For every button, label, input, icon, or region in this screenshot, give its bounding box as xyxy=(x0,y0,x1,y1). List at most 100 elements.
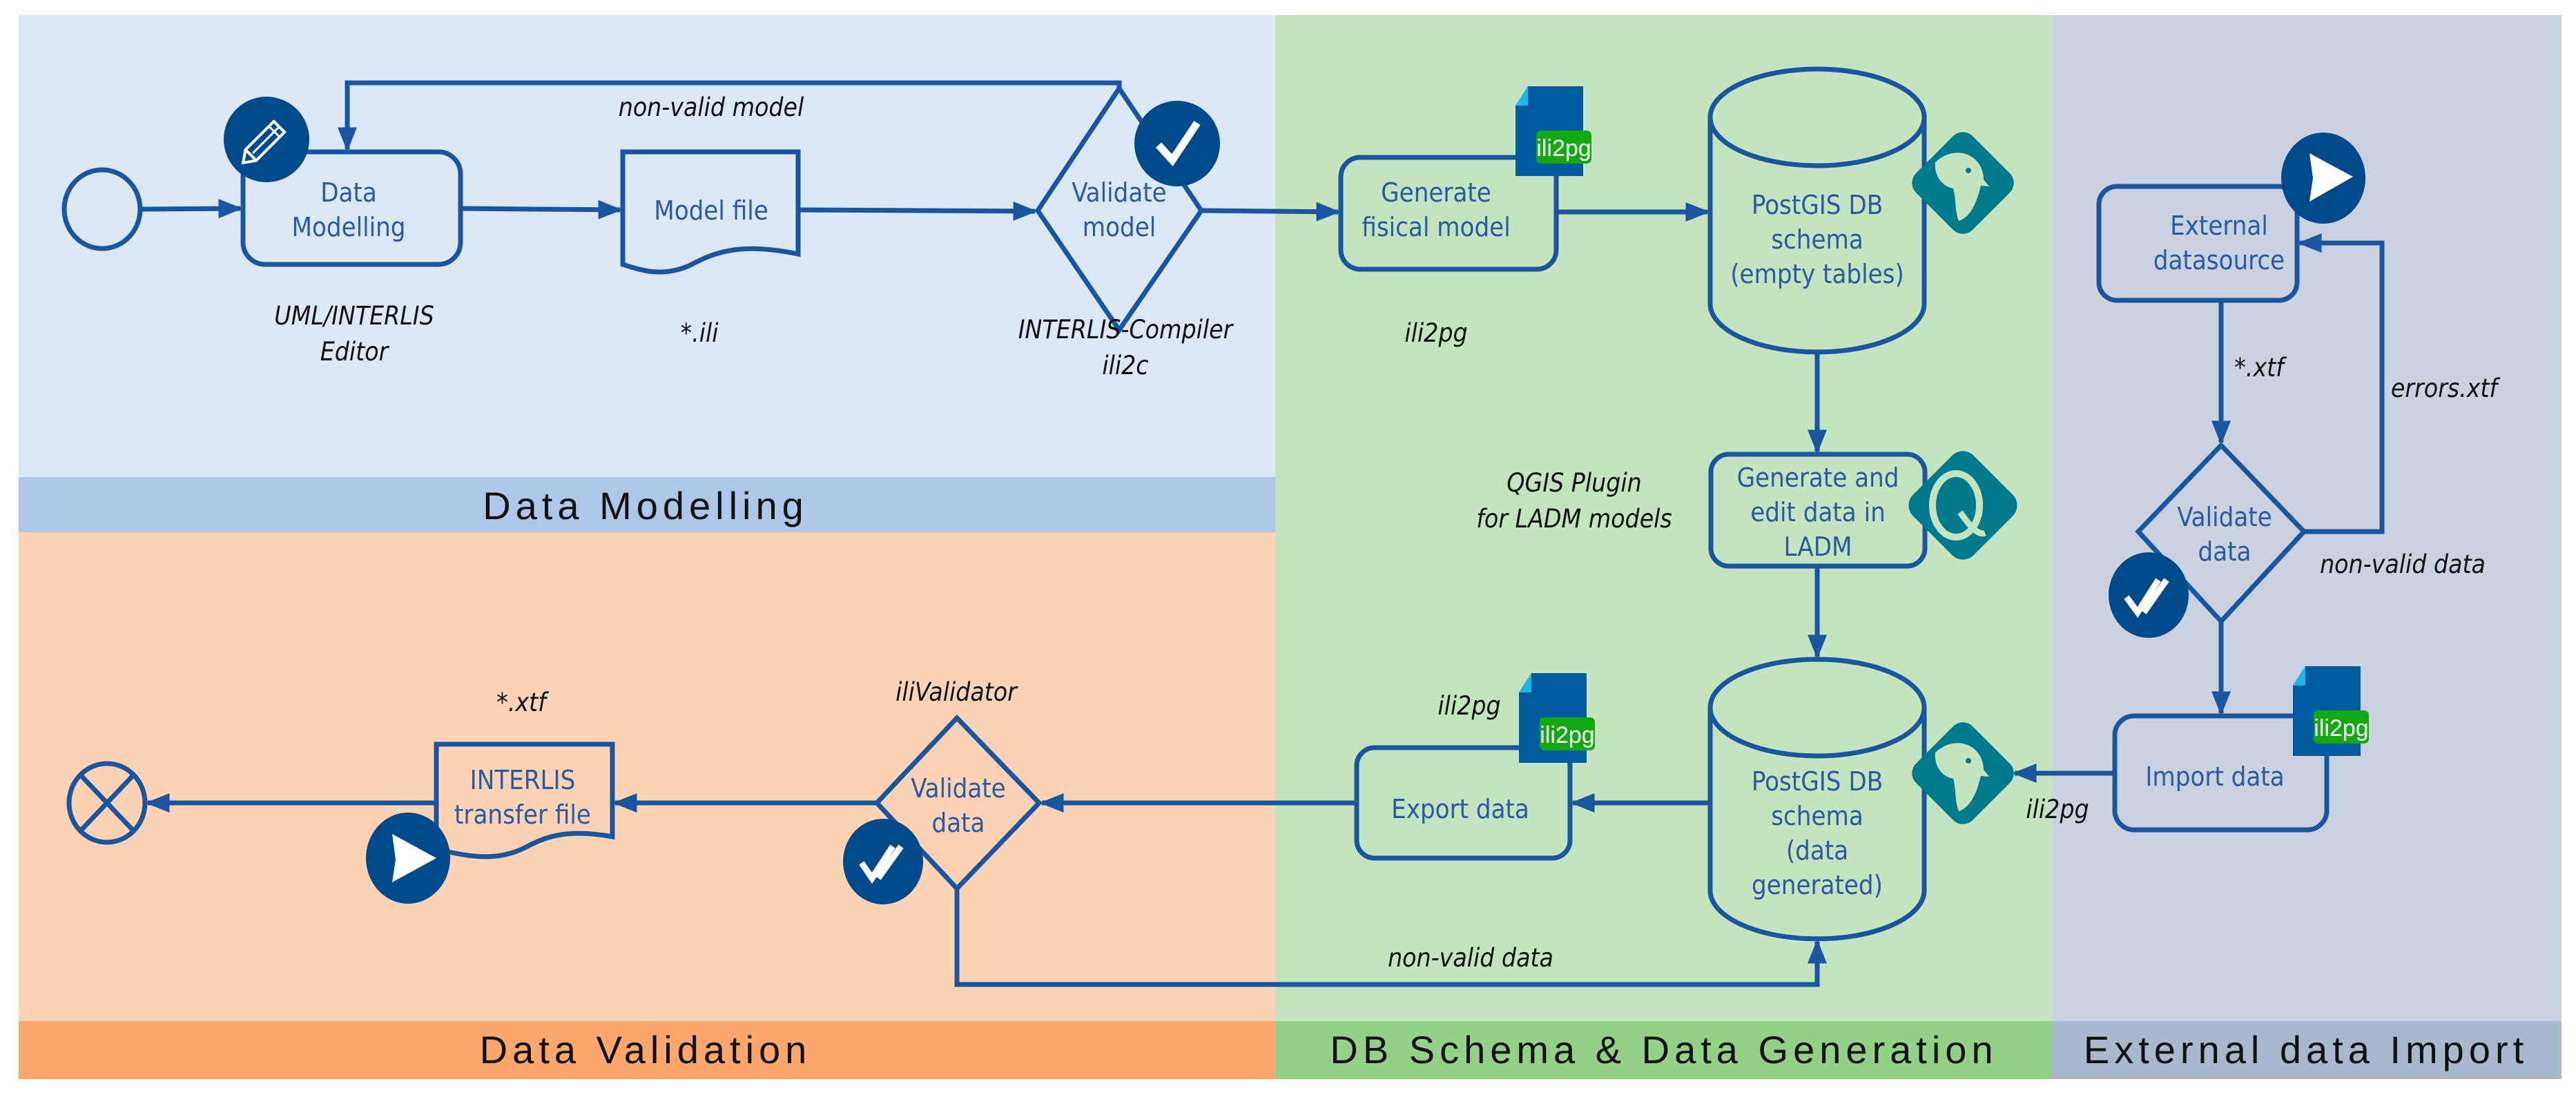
node-postgis-empty[interactable]: PostGIS DB schema (empty tables) xyxy=(1707,66,1927,355)
node-label-line3: LADM xyxy=(1783,532,1852,562)
node-label-line2: data xyxy=(931,808,985,838)
end-event[interactable] xyxy=(66,761,148,845)
node-box xyxy=(2096,184,2300,303)
annotation-xtf-bottom: *.xtf xyxy=(496,688,549,717)
node-label-line1: Model file xyxy=(654,195,768,226)
cylinder-shape xyxy=(1707,117,1927,355)
annotation-ili2pg-import: ili2pg xyxy=(2026,795,2089,824)
node-box xyxy=(2112,713,2330,833)
edge-start-to-modelling xyxy=(139,199,243,219)
annotation-uml-editor-line1: UML/INTERLIS xyxy=(274,301,434,331)
cylinder-shape xyxy=(1707,708,1927,942)
node-validate-data-right[interactable]: Validate data xyxy=(2135,441,2307,625)
node-postgis-generated[interactable]: PostGIS DB schema (data generated) xyxy=(1707,657,1927,942)
end-x-icon xyxy=(79,773,135,833)
annotation-errors-xtf: errors.xtf xyxy=(2391,373,2501,403)
edge-modelling-to-modelfile xyxy=(460,200,623,220)
annotation-ili2pg-export: ili2pg xyxy=(1437,691,1500,721)
node-generate-edit-ladm[interactable]: Generate and edit data in LADM xyxy=(1708,452,1928,569)
node-label-line2: data xyxy=(2198,536,2251,567)
node-label-line1: PostGIS DB xyxy=(1752,766,1883,797)
edge-errors-loop xyxy=(2297,233,2385,534)
pencil-icon xyxy=(224,97,309,182)
node-label-line2: edit data in xyxy=(1750,497,1886,527)
node-label-line1: PostGIS DB xyxy=(1752,190,1883,220)
node-external-datasource[interactable]: External datasource xyxy=(2096,184,2300,303)
node-label-line2: Modelling xyxy=(291,212,405,242)
ili2pg-file-icon: ili2pg xyxy=(1519,673,1595,763)
node-box xyxy=(240,149,463,267)
lane-label-validation: Data Validation xyxy=(480,1028,812,1071)
edge-modelfile-to-validate xyxy=(797,201,1038,221)
node-label-line1: Export data xyxy=(1391,794,1529,824)
node-generate-fisical-model[interactable]: Generate fisical model xyxy=(1338,155,1559,272)
ili2pg-file-icon: ili2pg xyxy=(1515,86,1591,176)
lane-schema-band xyxy=(1275,1021,2052,1079)
start-event-circle[interactable] xyxy=(61,167,143,251)
annotation-non-valid-data-right: non-valid data xyxy=(2320,550,2486,579)
node-label-line3: (data xyxy=(1786,835,1848,866)
lane-validation-band xyxy=(19,1021,1275,1079)
node-label-line1: Validate xyxy=(2177,502,2272,532)
node-label-line1: Validate xyxy=(911,773,1005,804)
annotation-qgis-plugin-line1: QGIS Plugin xyxy=(1507,468,1641,498)
node-label-line2: transfer file xyxy=(454,799,591,830)
node-model-file[interactable]: Model file xyxy=(620,149,801,275)
node-validate-data-bottom[interactable]: Validate data xyxy=(873,714,1043,893)
lane-label-schema: DB Schema & Data Generation xyxy=(1330,1028,1997,1071)
node-data-modelling[interactable]: Data Modelling xyxy=(240,149,463,267)
node-label-line1: External xyxy=(2170,211,2268,241)
annotation-non-valid-data-bottom: non-valid data xyxy=(1388,943,1553,973)
annotation-xtf-right: *.xtf xyxy=(2234,353,2287,382)
node-label-line1: Generate and xyxy=(1737,463,1899,493)
node-label-line2: datasource xyxy=(2153,245,2285,275)
node-label-line1: INTERLIS xyxy=(470,765,576,795)
document-shape xyxy=(434,741,615,860)
cylinder-top xyxy=(1707,657,1927,759)
lane-label-modelling: Data Modelling xyxy=(483,484,808,527)
node-export-data[interactable]: Export data xyxy=(1354,745,1573,861)
node-interlis-transfer-file[interactable]: INTERLIS transfer file xyxy=(434,741,615,860)
document-shape xyxy=(620,149,801,275)
diamond-shape xyxy=(2135,441,2307,625)
check-icon xyxy=(1134,101,1220,186)
double-check-icon xyxy=(843,819,923,904)
node-label-line3: (empty tables) xyxy=(1730,259,1904,289)
cylinder-top xyxy=(1707,66,1927,168)
ili2pg-file-icon: ili2pg xyxy=(2293,666,2369,756)
lane-label-import: External data Import xyxy=(2084,1028,2528,1071)
node-box xyxy=(1338,155,1559,272)
annotation-compiler-line1: INTERLIS-Compiler xyxy=(1018,315,1234,344)
lane-validation-bg xyxy=(19,532,1275,1021)
lane-modelling-bg xyxy=(19,15,1275,477)
node-box xyxy=(1354,745,1573,861)
ili2pg-badge-label: ili2pg xyxy=(1540,722,1594,748)
send-icon xyxy=(2281,133,2365,224)
node-label-line2: schema xyxy=(1771,224,1863,255)
postgresql-elephant-icon xyxy=(1912,132,2014,234)
node-label-line1: Import data xyxy=(2145,761,2284,792)
node-import-data[interactable]: Import data xyxy=(2112,713,2330,833)
edge-nonvalid-data-loop xyxy=(954,889,1827,987)
node-label-line1: Generate xyxy=(1381,177,1491,208)
send-icon xyxy=(366,813,450,904)
diamond-shape xyxy=(873,714,1043,893)
annotation-uml-editor-line2: Editor xyxy=(320,337,390,367)
annotation-non-valid-model: non-valid model xyxy=(619,93,804,122)
node-label-line2: schema xyxy=(1771,801,1863,831)
double-check-icon xyxy=(2109,552,2189,638)
postgresql-elephant-icon xyxy=(1912,722,2014,824)
node-label-line2: fisical model xyxy=(1362,212,1510,242)
edge-validate-to-generate xyxy=(1201,202,1341,222)
qgis-q-icon xyxy=(1908,451,2017,560)
lane-backgrounds xyxy=(19,15,2562,1079)
annotation-qgis-plugin-line2: for LADM models xyxy=(1476,504,1672,534)
ili2pg-badge-label: ili2pg xyxy=(1536,135,1591,162)
annotation-compiler-line2: ili2c xyxy=(1102,351,1148,380)
annotation-ilivalidator: iliValidator xyxy=(895,677,1018,707)
lane-import-band xyxy=(2052,1021,2562,1079)
annotation-ili2pg-top: ili2pg xyxy=(1404,318,1467,348)
node-label-line1: Validate xyxy=(1072,177,1166,208)
lane-modelling-band xyxy=(19,477,1275,532)
